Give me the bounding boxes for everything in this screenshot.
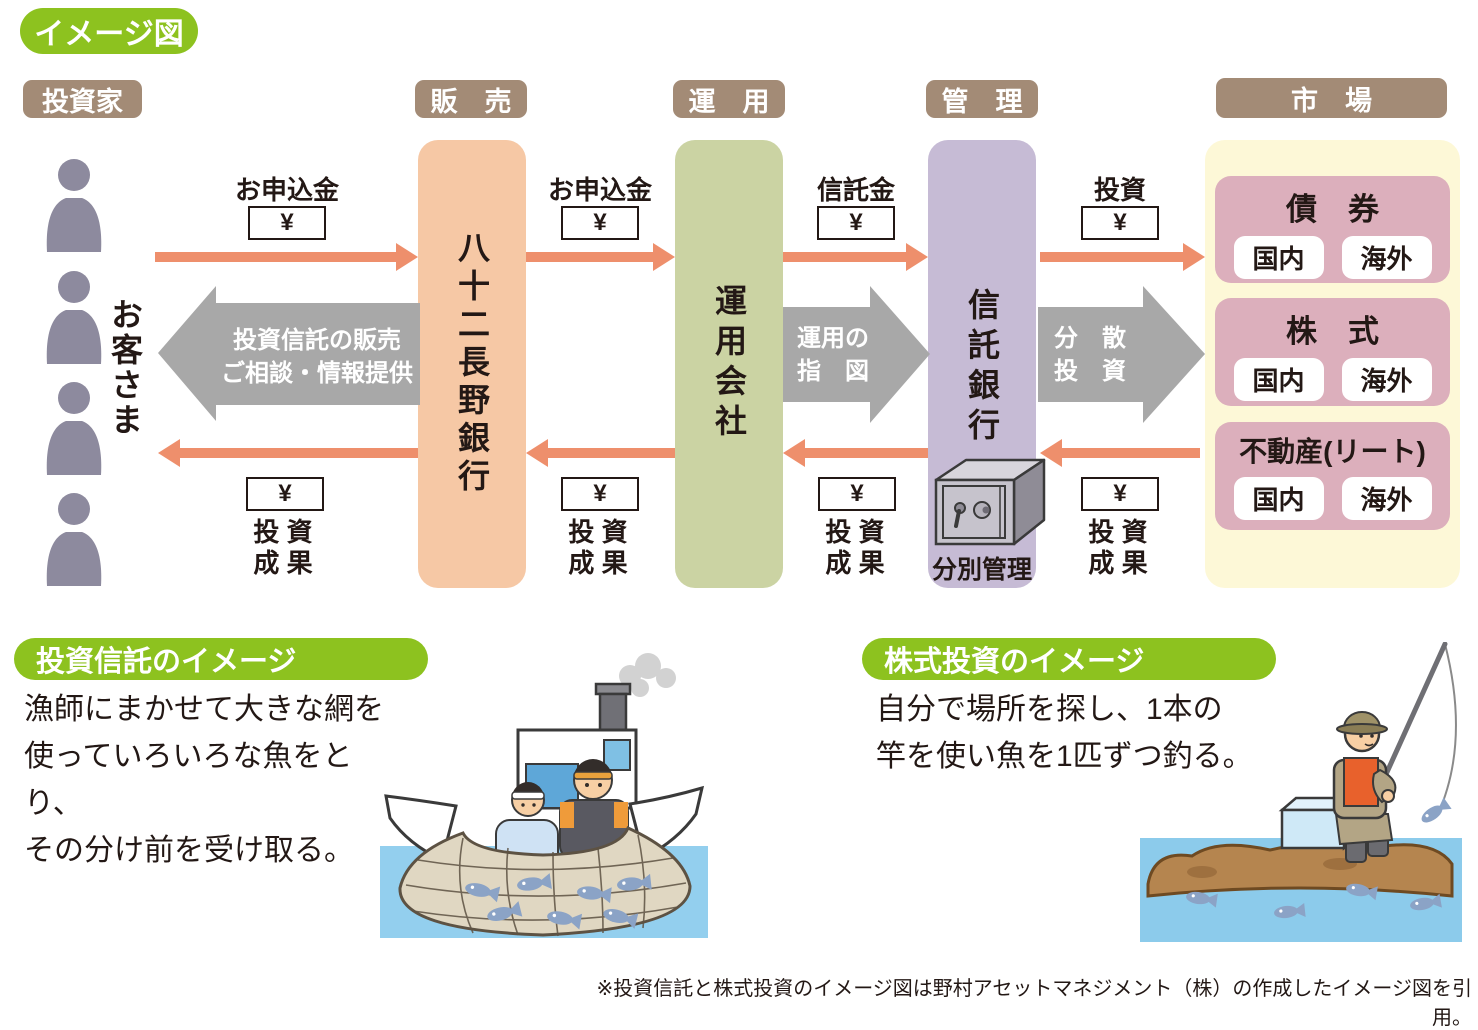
market-item-title: 株 式 [1286, 314, 1379, 349]
header-sales: 販 売 [415, 80, 527, 118]
sales-support-line2: ご相談・情報提供 [221, 360, 413, 387]
result-label: 成 果 [825, 548, 885, 578]
gray-arrow-diversify: 分 散 投 資 [1038, 286, 1205, 423]
arrow-market-to-trust [1040, 439, 1200, 467]
customers-label: お客さま [107, 298, 143, 438]
asset-manager-name: 運用会社 [711, 284, 747, 444]
yen-box: ¥ [561, 477, 639, 511]
bank-name: 八十二長野銀行 [454, 231, 490, 497]
arrow-trust-to-market [1040, 243, 1205, 271]
fishing-boat-illustration [380, 653, 708, 938]
yen-box: ¥ [1081, 206, 1159, 240]
header-operation: 運 用 [673, 80, 785, 118]
result-label: 成 果 [253, 548, 313, 578]
header-investor: 投資家 [23, 80, 142, 118]
market-item-title: 不動産(リート) [1239, 436, 1426, 467]
stock-text-line2: 竿を使い魚を1匹ずつ釣る。 [876, 740, 1253, 773]
diversify-line1: 分 散 [1054, 325, 1126, 352]
title-badge: イメージ図 [20, 8, 198, 54]
arrow-bank-to-customers [158, 439, 418, 467]
person-icon [46, 382, 102, 475]
domestic-tag: 国内 [1233, 358, 1324, 401]
instruction-line2: 指 図 [797, 358, 869, 385]
arrow-manager-to-bank [526, 439, 675, 467]
flow-label-investment: 投資 [1093, 175, 1146, 205]
trust-section-badge: 投資信託のイメージ [14, 638, 428, 680]
arrow-bank-to-manager [526, 243, 675, 271]
segregated-custody-label: 分別管理 [931, 556, 1032, 584]
stock-section-badge: 株式投資のイメージ [862, 638, 1276, 680]
yen-box: ¥ [561, 206, 639, 240]
arrow-customers-to-bank [155, 243, 418, 271]
result-label: 投 資 [253, 517, 313, 547]
flow-label-application-2: お申込金 [547, 175, 652, 205]
flow-label-trust-money: 信託金 [816, 175, 895, 205]
stock-text-line1: 自分で場所を探し、1本の [876, 693, 1223, 726]
overseas-tag: 海外 [1341, 477, 1432, 520]
bank-box: 八十二長野銀行 [418, 140, 526, 588]
sales-support-line1: 投資信託の販売 [233, 327, 401, 354]
trust-text-line3: その分け前を受け取る。 [24, 834, 354, 867]
instruction-line1: 運用の [797, 325, 869, 352]
overseas-tag: 海外 [1341, 358, 1432, 401]
yen-box: ¥ [818, 477, 896, 511]
domestic-tag: 国内 [1233, 236, 1324, 279]
header-custody: 管 理 [926, 80, 1038, 118]
result-label: 投 資 [1088, 517, 1148, 547]
trust-text-line1: 漁師にまかせて大きな網を [24, 693, 384, 726]
gray-arrow-sales-support: 投資信託の販売 ご相談・情報提供 [158, 286, 420, 421]
lone-fisherman-illustration [1140, 642, 1462, 942]
market-item-bonds: 債 券 国内 海外 [1215, 176, 1450, 283]
yen-box: ¥ [246, 477, 324, 511]
trust-bank-name: 信託銀行 [964, 288, 1000, 448]
market-item-reit: 不動産(リート) 国内 海外 [1215, 422, 1450, 530]
source-note: ※投資信託と株式投資のイメージ図は野村アセットマネジメント（株）の作成したイメー… [596, 978, 1472, 1029]
market-item-title: 債 券 [1286, 192, 1379, 227]
result-label: 成 果 [568, 548, 628, 578]
person-icon [46, 271, 102, 364]
arrow-trust-to-manager [783, 439, 928, 467]
header-market: 市 場 [1216, 78, 1447, 118]
asset-manager-box: 運用会社 [675, 140, 783, 588]
overseas-tag: 海外 [1341, 236, 1432, 279]
domestic-tag: 国内 [1233, 477, 1324, 520]
trust-text-line2: 使っていろいろな魚をとり、 [24, 740, 353, 820]
gray-arrow-instructions: 運用の 指 図 [783, 286, 930, 423]
result-label: 投 資 [568, 517, 628, 547]
arrow-manager-to-trust [783, 243, 928, 271]
result-label: 成 果 [1088, 548, 1148, 578]
yen-box: ¥ [1081, 477, 1159, 511]
person-icon [46, 493, 102, 586]
result-label: 投 資 [825, 517, 885, 547]
yen-box: ¥ [248, 206, 326, 240]
market-item-stocks: 株 式 国内 海外 [1215, 298, 1450, 406]
person-icon [46, 159, 102, 252]
safe-icon [934, 458, 1046, 546]
diversify-line2: 投 資 [1054, 358, 1126, 385]
flow-label-application-1: お申込金 [234, 175, 339, 205]
yen-box: ¥ [817, 206, 895, 240]
